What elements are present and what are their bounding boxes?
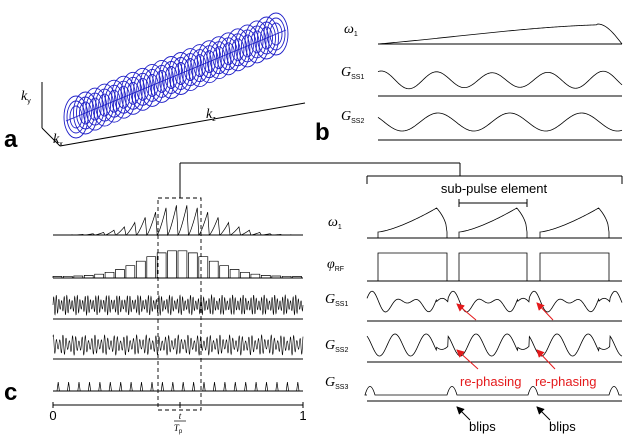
connector-bracket [179,162,623,198]
helix-turn [177,48,203,92]
panel-label-a: a [4,126,18,153]
helix-turn [98,93,112,117]
blips-label-1: blips [469,419,496,434]
label-b-omega1: ω1 [344,22,358,38]
helix-turn [82,87,108,131]
helix-turn [120,71,146,115]
helix-turn [174,62,188,85]
subpulse-bracket [458,199,528,207]
helix-turn [88,97,102,121]
helix-turn [63,95,89,139]
panel-label-c: c [4,379,17,406]
axis-label-kx: kx [53,132,63,148]
helix-turn [202,50,216,74]
helix-turn [107,89,121,113]
helix-turn [126,81,140,105]
panel-label-b: b [315,119,330,146]
helix-turn [254,16,279,60]
helix-turn [187,44,213,88]
panel-b: b ω1 GSS1 GSS2 [315,22,623,146]
c-left-gss3-blips [53,381,303,392]
helix-turn [196,40,222,84]
helix-turn [130,67,156,111]
helix-turn [168,52,194,95]
subpulse-label: sub-pulse element [441,181,548,196]
tick-label-0: 0 [49,408,56,423]
c-left-phi-steps [52,250,303,279]
helix-turn [266,17,286,51]
helix-turn [111,75,137,119]
label-b-gss1: GSS1 [341,65,364,81]
helix-turn [155,69,169,93]
tick-label-tau: t Tp [174,411,186,435]
helix-turn [240,34,254,58]
helix-turn [117,85,131,109]
helix-turn [260,26,273,50]
helix-turn [183,58,197,82]
c-right-gss1-wave [366,290,623,313]
label-c-gss3: GSS3 [325,375,348,391]
panel-c: c 0 1 t Tp [4,162,623,435]
tau-denominator: Tp [174,423,183,435]
helix-turn [225,28,251,72]
c-right-omega1-subpulses [367,207,622,239]
label-c-gss1: GSS1 [325,292,348,308]
helix-turn [158,56,184,99]
c-right-gss2-wave [366,333,623,357]
helix-turn [149,59,175,103]
c-left-omega1-train [53,205,304,237]
helix-turn [145,73,159,97]
helix-axis [65,29,287,122]
b-omega1-envelope [377,23,623,45]
c-right-phi-steps [367,252,622,282]
blips-arrows [456,406,551,421]
kspace-box [41,82,306,147]
helix-turn [73,91,98,135]
axis-label-ky: ky [21,89,31,105]
b-gss2-wave [377,112,623,132]
blips-label-2: blips [549,419,576,434]
tick-label-1: 1 [299,408,306,423]
label-c-phi: φRF [327,257,344,273]
b-gss1-wave [377,70,623,90]
helix-turn [221,42,235,66]
label-c-gss2: GSS2 [325,338,348,354]
helix-turn [164,66,178,89]
helix-turn [193,54,207,78]
tau-numerator: t [179,411,182,421]
helix-turn [101,79,127,123]
helix-turn [136,77,150,101]
kspace-helix [63,12,289,139]
rephasing-arrows [456,302,556,370]
helix-turn [234,24,260,68]
rephasing-label-1: re-phasing [460,374,521,389]
helix-turn [206,36,232,80]
c-right-gss3-blips [364,386,622,396]
helix-turn [92,83,118,127]
helix-turn [215,32,241,76]
panel-a: a ky kz kx [4,12,306,153]
c-left-gss2-wave [52,334,304,356]
c-left-gss1-wave [52,293,304,317]
label-b-gss2: GSS2 [341,109,364,125]
helix-turn [212,46,226,70]
helix-turn [231,38,245,62]
helix-turn [139,63,165,107]
rephasing-label-2: re-phasing [535,374,596,389]
helix-turn [244,20,270,64]
axis-label-kz: kz [206,107,216,123]
helix-turn [69,105,83,129]
helix-turn [263,12,289,56]
dashed-window [157,197,202,411]
helix-turn [269,22,283,46]
helix-turn [250,30,264,54]
label-c-omega1: ω1 [328,215,342,231]
helix-turn [79,101,92,125]
